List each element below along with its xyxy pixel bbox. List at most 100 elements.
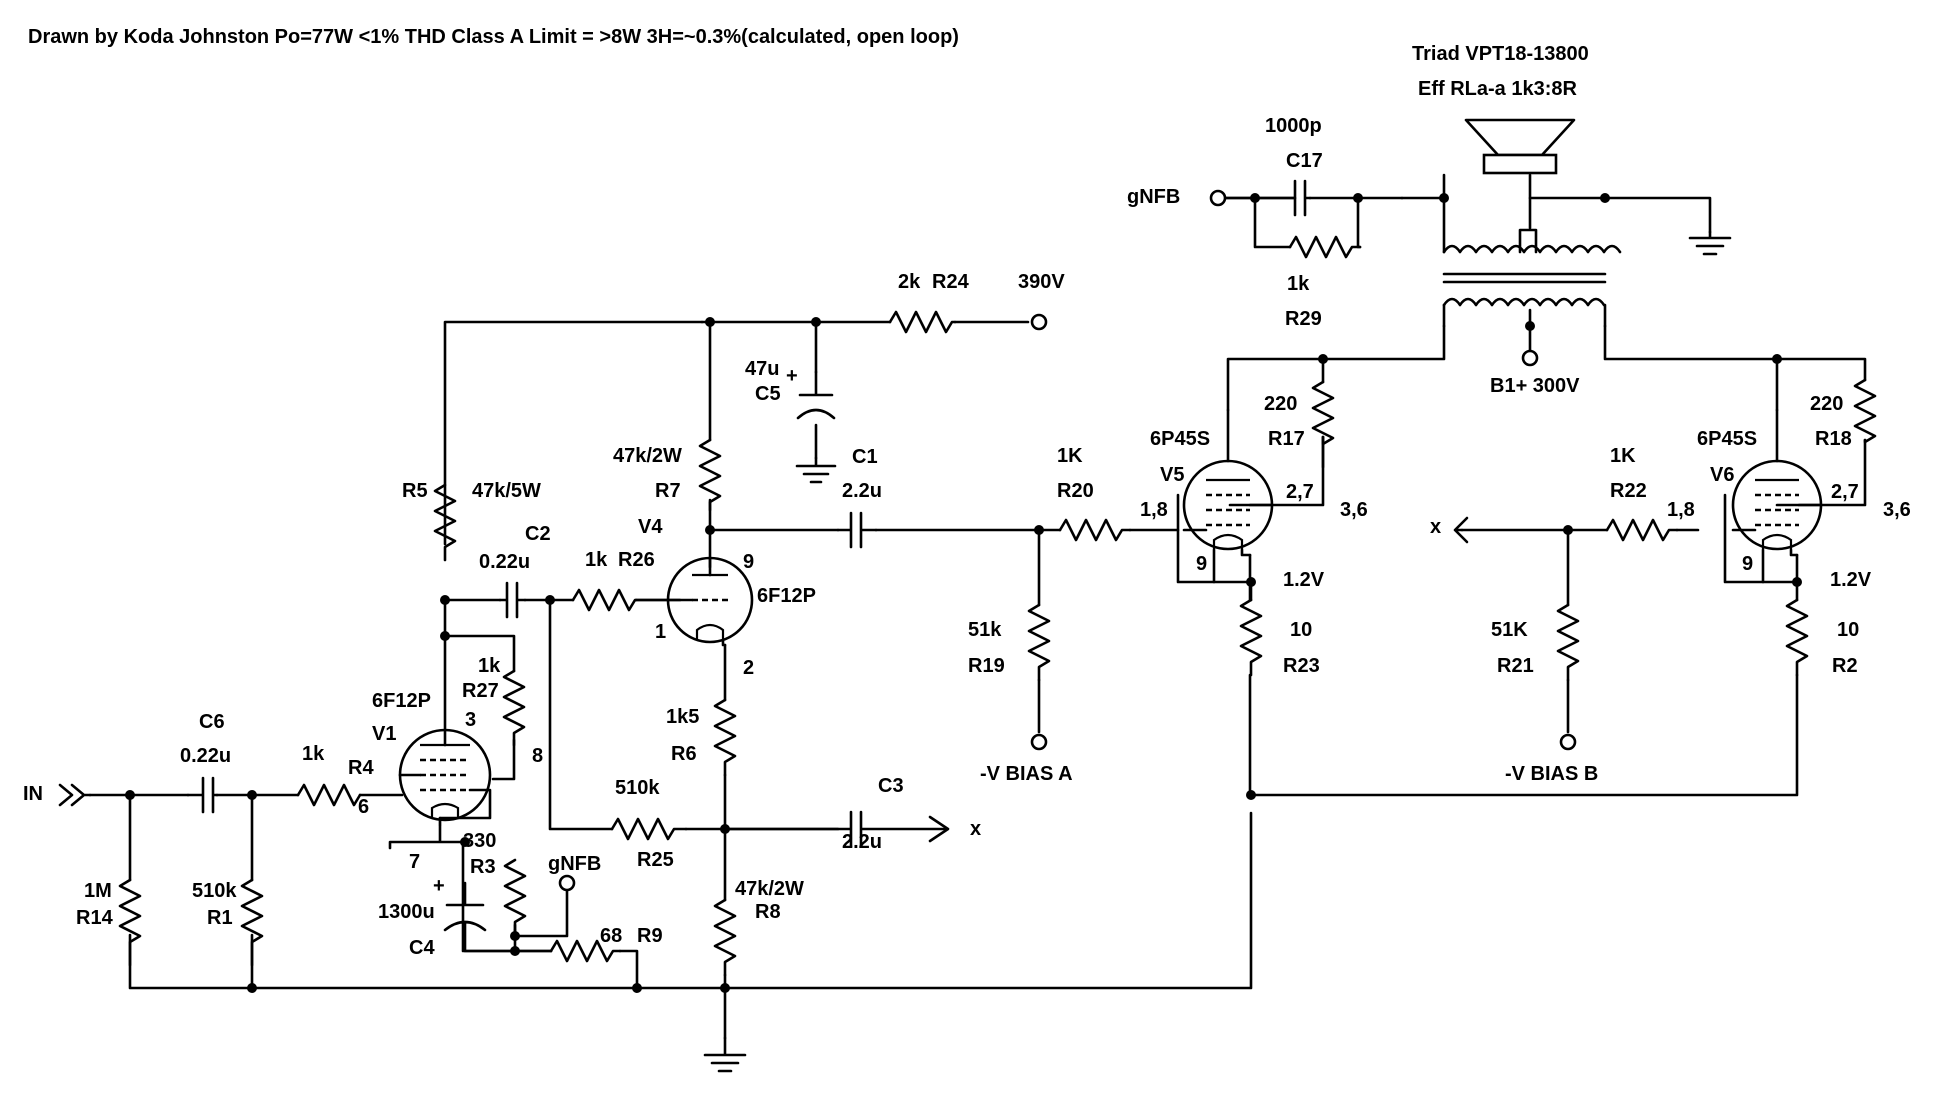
r18-ref: R18	[1815, 428, 1852, 450]
tube-v1	[398, 728, 492, 826]
r25-value: 510k	[615, 777, 660, 799]
r6-value: 1k5	[666, 706, 699, 728]
c5-ref: C5	[755, 383, 781, 405]
r8-ref: R8	[755, 901, 781, 923]
r3-value: 330	[463, 830, 496, 852]
c3-plates	[723, 810, 947, 848]
c4-plates	[443, 881, 517, 953]
input-label: IN	[23, 783, 43, 805]
r9-ref: R9	[637, 925, 663, 947]
gnfb-in-terminal	[1209, 189, 1227, 207]
r3-ref: R3	[470, 856, 496, 878]
b1-tap-label: B1+ 300V	[1490, 375, 1580, 397]
r24-value: 2k	[898, 271, 921, 293]
r4-value: 1k	[302, 743, 325, 765]
r22-ref: R22	[1610, 480, 1647, 502]
c1-ref: C1	[852, 446, 878, 468]
c2-value: 0.22u	[479, 551, 530, 573]
r25-zigzag	[610, 817, 688, 841]
r19-value: 51k	[968, 619, 1002, 641]
r5-ref: R5	[402, 480, 428, 502]
r17-zigzag	[1311, 380, 1335, 446]
output-transformer	[1442, 228, 1622, 328]
r5-zigzag	[433, 483, 457, 562]
r22-zigzag	[1605, 518, 1679, 542]
r26-value: 1k	[585, 549, 608, 571]
supply-label: 390V	[1018, 271, 1065, 293]
gnfb-out-terminal	[558, 874, 576, 892]
supply-terminal	[1030, 313, 1048, 331]
v4-type: 6F12P	[757, 585, 816, 607]
v5-pin-screen: 2,7	[1286, 481, 1314, 503]
transformer-ratio: Eff RLa-a 1k3:8R	[1418, 78, 1577, 100]
r25-ref: R25	[637, 849, 674, 871]
v5-pin-cathode: 9	[1196, 553, 1207, 575]
junction-dots	[125, 193, 1802, 993]
resistor-symbols	[118, 235, 1877, 977]
r2-value: 10	[1837, 619, 1859, 641]
ground-c5	[795, 456, 837, 484]
r4-ref: R4	[348, 757, 374, 779]
v6-pin-screen: 2,7	[1831, 481, 1859, 503]
r29-ref: R29	[1285, 308, 1322, 330]
r2-ref: R2	[1832, 655, 1858, 677]
c6-plates	[186, 776, 219, 814]
r17-value: 220	[1264, 393, 1297, 415]
r8-value: 47k/2W	[735, 878, 804, 900]
v4-pin-plate: 9	[743, 551, 754, 573]
r6-ref: R6	[671, 743, 697, 765]
v6-cathode-v: 1.2V	[1830, 569, 1872, 591]
transformer-model: Triad VPT18-13800	[1412, 43, 1589, 65]
r7-ref: R7	[655, 480, 681, 502]
r23-zigzag	[1239, 598, 1263, 677]
v1-pin-grid: 6	[358, 796, 369, 818]
r23-ref: R23	[1283, 655, 1320, 677]
r9-value: 68	[600, 925, 622, 947]
v5-cathode-v: 1.2V	[1283, 569, 1325, 591]
terminals	[58, 189, 1577, 892]
bias-a-label: -V BIAS A	[980, 763, 1073, 785]
c3-value: 2.2u	[842, 831, 882, 853]
x-out-arrow	[928, 815, 950, 843]
c2-plates	[498, 581, 527, 619]
r18-zigzag	[1853, 378, 1877, 444]
r19-zigzag	[1027, 603, 1051, 682]
r24-zigzag	[888, 310, 957, 334]
c6-ref: C6	[199, 711, 225, 733]
b1-tap-terminal	[1521, 349, 1539, 367]
c5-plates	[796, 370, 836, 420]
r4-zigzag	[296, 783, 362, 807]
r7-value: 47k/2W	[613, 445, 682, 467]
v6-pin-plate: 3,6	[1883, 499, 1911, 521]
tube-v5	[1182, 408, 1274, 584]
c17-value: 1000p	[1265, 115, 1322, 137]
input-arrow	[58, 783, 92, 807]
x-out-label: x	[970, 818, 981, 840]
v1-ref: V1	[372, 723, 396, 745]
v1-type: 6F12P	[372, 690, 431, 712]
r2-zigzag	[1785, 598, 1809, 677]
r27-zigzag	[502, 669, 526, 747]
v4-pin-cathode: 2	[743, 657, 754, 679]
r29-value: 1k	[1287, 273, 1310, 295]
v6-ref: V6	[1710, 464, 1734, 486]
v6-pin-cathode: 9	[1742, 553, 1753, 575]
r6-zigzag	[713, 698, 737, 777]
x-in-arrow	[1453, 516, 1469, 544]
r20-zigzag	[1058, 518, 1132, 542]
r1-value: 510k	[192, 880, 237, 902]
ground-speaker	[1688, 230, 1732, 256]
r22-value: 1K	[1610, 445, 1636, 467]
x-in-label: x	[1430, 516, 1441, 538]
r18-value: 220	[1810, 393, 1843, 415]
gnfb-in-label: gNFB	[1127, 186, 1180, 208]
tube-v6	[1731, 408, 1823, 584]
ground-main	[703, 1036, 747, 1073]
v1-pin-cathode: 7	[409, 851, 420, 873]
tube-v4	[634, 556, 754, 647]
r21-ref: R21	[1497, 655, 1534, 677]
r14-ref: R14	[76, 907, 114, 929]
c17-plates	[1224, 179, 1312, 217]
r26-ref: R26	[618, 549, 655, 571]
r29-zigzag	[1288, 235, 1362, 259]
